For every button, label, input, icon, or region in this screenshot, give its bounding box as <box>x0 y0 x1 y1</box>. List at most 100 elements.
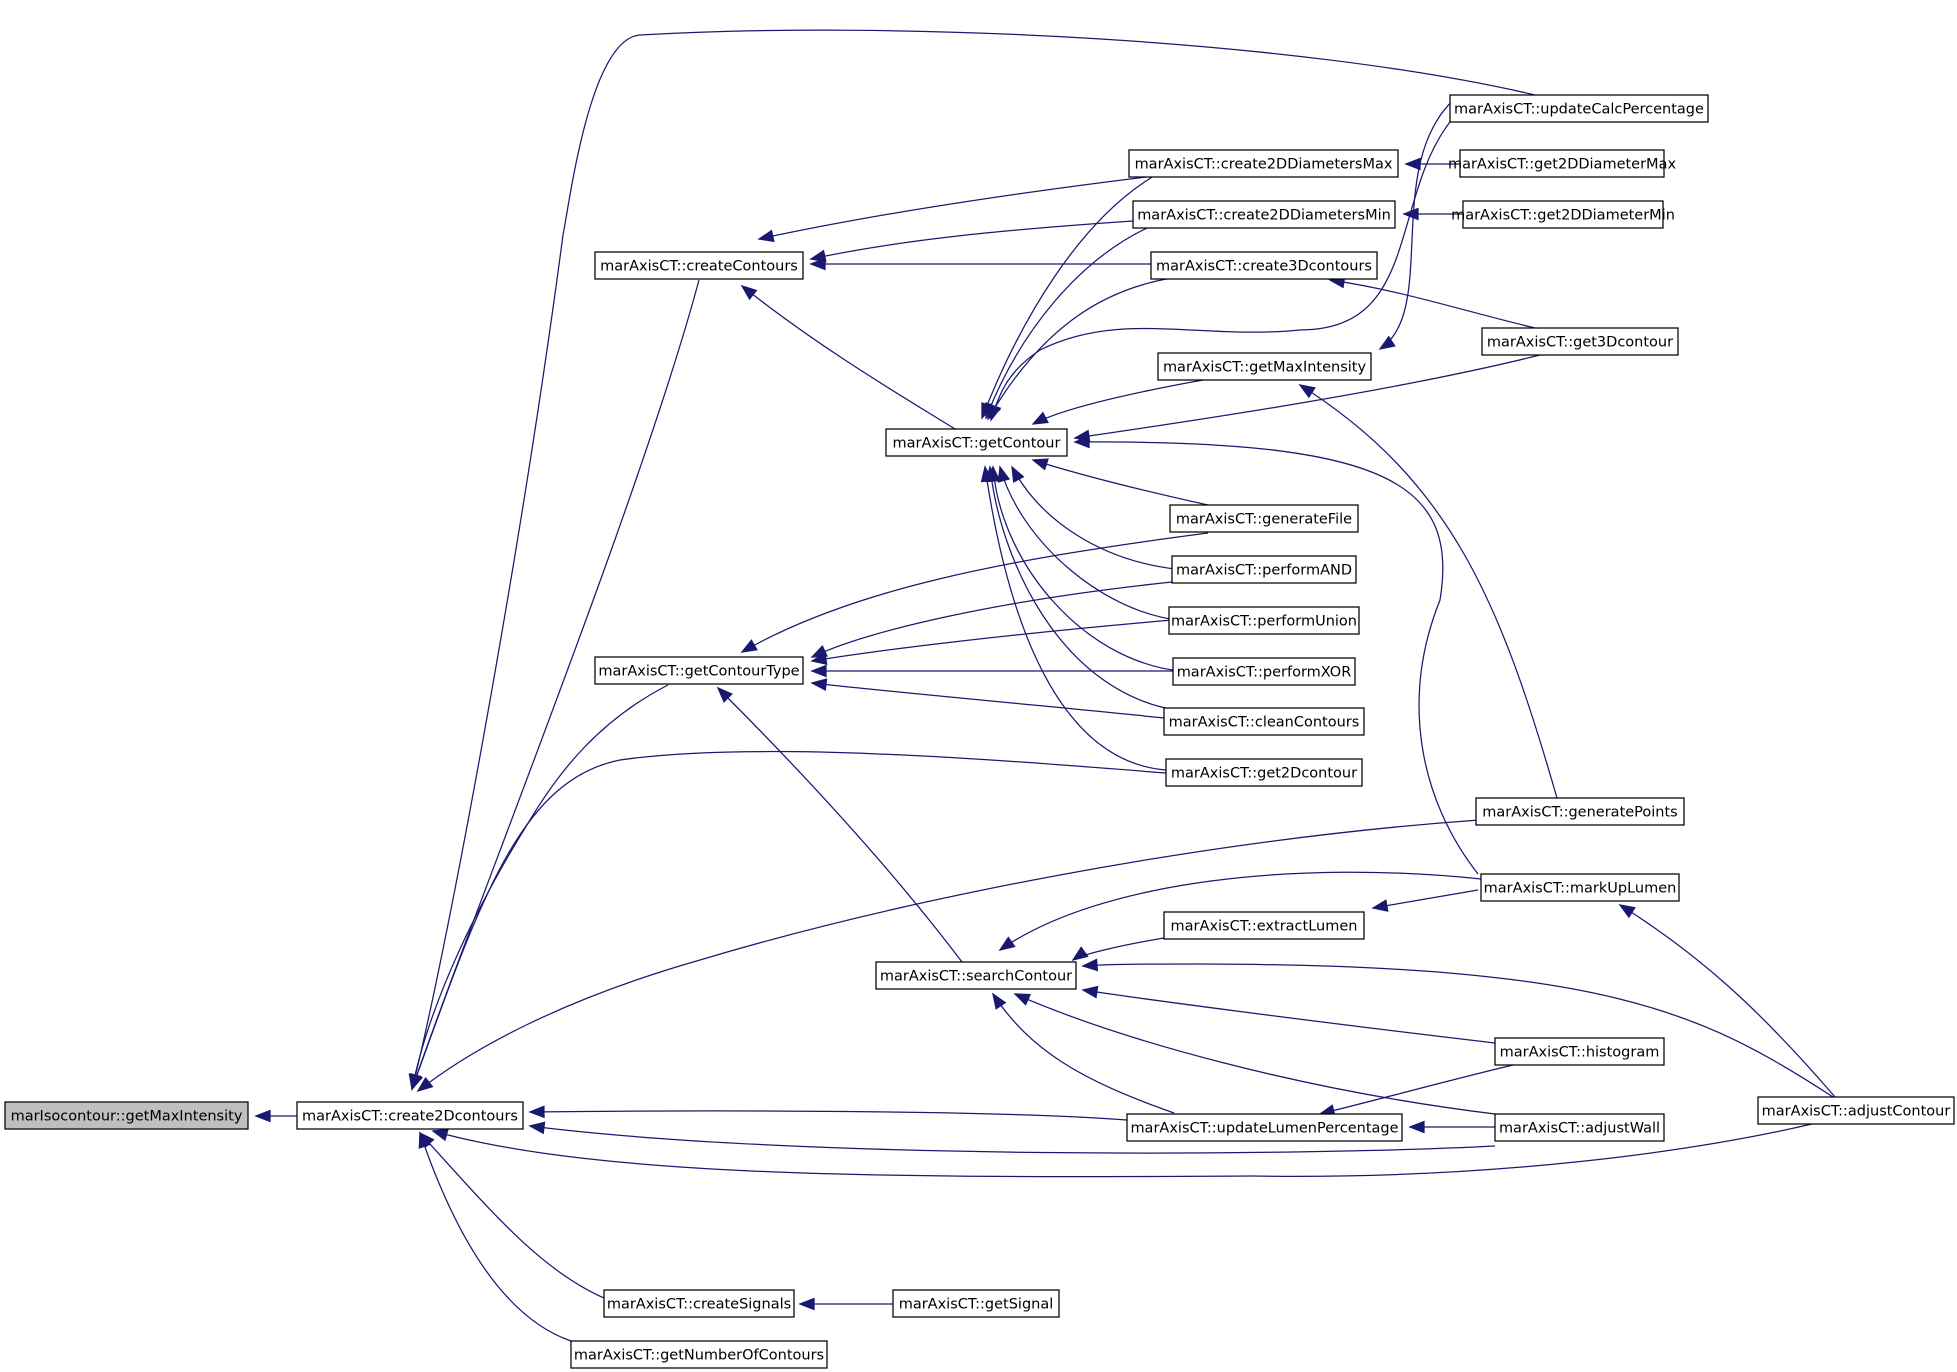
node-box[interactable] <box>1150 251 1378 280</box>
edge-n_updCalc-to-n_getContour <box>989 121 1451 422</box>
edge-line <box>741 285 956 430</box>
node-adjWall[interactable]: marAxisCT::adjustWall <box>1494 1113 1665 1142</box>
arrowhead-icon <box>798 1297 815 1311</box>
edge-n_c2dMin-to-n_createContours <box>809 220 1134 263</box>
node-label: marAxisCT::generatePoints <box>1482 805 1677 821</box>
node-genFile[interactable]: marAxisCT::generateFile <box>1169 504 1359 533</box>
arrowhead-icon <box>1404 157 1421 171</box>
edge-n_c2d-to-n_root <box>254 1109 297 1123</box>
node-histo[interactable]: marAxisCT::histogram <box>1494 1037 1665 1066</box>
node-markUp[interactable]: marAxisCT::markUpLumen <box>1480 873 1680 902</box>
edge-n_updLumen-to-n_searchContour <box>992 992 1175 1114</box>
node-label: marAxisCT::createSignals <box>607 1297 791 1313</box>
node-box[interactable] <box>875 961 1077 990</box>
node-c2d[interactable]: marAxisCT::create2Dcontours <box>296 1101 524 1130</box>
node-get2DMax[interactable]: marAxisCT::get2DDiameterMax <box>1448 149 1677 178</box>
edge-n_get3D-to-n_c3d <box>1328 275 1536 329</box>
node-getMaxI[interactable]: marAxisCT::getMaxIntensity <box>1157 352 1372 381</box>
node-box[interactable] <box>603 1289 795 1318</box>
node-updLumen[interactable]: marAxisCT::updateLumenPercentage <box>1126 1113 1403 1142</box>
node-label: marAxisCT::performUnion <box>1171 614 1357 630</box>
node-box[interactable] <box>1171 555 1357 584</box>
node-searchContour[interactable]: marAxisCT::searchContour <box>875 961 1077 990</box>
node-box[interactable] <box>1157 352 1372 381</box>
node-box[interactable] <box>1480 873 1680 902</box>
node-adjContour[interactable]: marAxisCT::adjustContour <box>1757 1096 1955 1125</box>
node-get2D[interactable]: marAxisCT::get2Dcontour <box>1165 758 1363 787</box>
edge-line <box>1082 963 1834 1098</box>
node-box[interactable] <box>1168 606 1360 635</box>
node-box[interactable] <box>4 1101 249 1130</box>
node-box[interactable] <box>570 1340 828 1369</box>
edge-line <box>1619 904 1836 1098</box>
node-box[interactable] <box>594 656 804 685</box>
node-box[interactable] <box>1481 327 1679 356</box>
edge-line <box>1032 459 1209 506</box>
node-box[interactable] <box>1494 1037 1665 1066</box>
node-box[interactable] <box>1449 94 1709 123</box>
node-extract[interactable]: marAxisCT::extractLumen <box>1163 911 1365 940</box>
node-box[interactable] <box>1128 149 1399 178</box>
arrowhead-icon <box>416 1076 434 1093</box>
arrowhead-icon <box>740 639 758 653</box>
node-c3d[interactable]: marAxisCT::create3Dcontours <box>1150 251 1378 280</box>
node-box[interactable] <box>1462 200 1664 229</box>
edge-line <box>417 819 1480 1092</box>
edge-line <box>811 619 1173 662</box>
node-perfAND[interactable]: marAxisCT::performAND <box>1171 555 1357 584</box>
arrowhead-icon <box>1031 458 1049 471</box>
node-get2DMin[interactable]: marAxisCT::get2DDiameterMin <box>1451 200 1675 229</box>
edge-line <box>999 871 1482 951</box>
node-root[interactable]: marIsocontour::getMaxIntensity <box>4 1101 249 1130</box>
node-genPoints[interactable]: marAxisCT::generatePoints <box>1475 797 1685 826</box>
node-createSignals[interactable]: marAxisCT::createSignals <box>603 1289 795 1318</box>
node-perfXOR[interactable]: marAxisCT::performXOR <box>1172 657 1356 686</box>
node-getContour[interactable]: marAxisCT::getContour <box>885 428 1068 457</box>
node-box[interactable] <box>1494 1113 1665 1142</box>
edge-line <box>987 277 1173 420</box>
arrowhead-icon <box>980 465 994 483</box>
node-label: marAxisCT::searchContour <box>880 969 1072 985</box>
node-box[interactable] <box>1459 149 1665 178</box>
node-box[interactable] <box>1126 1113 1403 1142</box>
edge-line <box>741 532 1209 653</box>
node-createContours[interactable]: marAxisCT::createContours <box>594 251 804 280</box>
node-c2dMax[interactable]: marAxisCT::create2DDiametersMax <box>1128 149 1399 178</box>
node-getContourType[interactable]: marAxisCT::getContourType <box>594 656 804 685</box>
arrowhead-icon <box>1071 946 1089 961</box>
arrowhead-icon <box>1298 384 1316 399</box>
node-get3D[interactable]: marAxisCT::get3Dcontour <box>1481 327 1679 356</box>
node-getNumberOfContours[interactable]: marAxisCT::getNumberOfContours <box>570 1340 828 1369</box>
node-perfUnion[interactable]: marAxisCT::performUnion <box>1168 606 1360 635</box>
edge-n_markUp-to-n_extract <box>1371 889 1479 912</box>
node-box[interactable] <box>1172 657 1356 686</box>
node-box[interactable] <box>296 1101 524 1130</box>
node-getSignal[interactable]: marAxisCT::getSignal <box>892 1289 1060 1318</box>
node-label: marAxisCT::get3Dcontour <box>1487 335 1673 351</box>
edge-n_getContourType-to-n_c2d <box>408 684 669 1091</box>
edge-n_histo-to-n_updLumen <box>1318 1064 1514 1117</box>
node-box[interactable] <box>1163 707 1365 736</box>
edge-line <box>717 687 963 963</box>
node-box[interactable] <box>594 251 804 280</box>
arrowhead-icon <box>989 404 1002 422</box>
edge-line <box>411 750 1167 1090</box>
edge-n_c2dMax-to-n_createContours <box>757 176 1147 243</box>
node-updCalc[interactable]: marAxisCT::updateCalcPercentage <box>1449 94 1709 123</box>
node-box[interactable] <box>1165 758 1363 787</box>
node-box[interactable] <box>1475 797 1685 826</box>
node-box[interactable] <box>1132 200 1396 229</box>
node-box[interactable] <box>1163 911 1365 940</box>
arrowhead-icon <box>418 1131 431 1149</box>
edge-line <box>992 466 1181 672</box>
edge-n_c3d-to-n_getContour <box>987 277 1173 421</box>
node-box[interactable] <box>1757 1096 1955 1125</box>
node-label: marAxisCT::getMaxIntensity <box>1163 360 1367 376</box>
node-c2dMin[interactable]: marAxisCT::create2DDiametersMin <box>1132 200 1396 229</box>
node-clean[interactable]: marAxisCT::cleanContours <box>1163 707 1365 736</box>
node-box[interactable] <box>1169 504 1359 533</box>
node-box[interactable] <box>885 428 1068 457</box>
node-box[interactable] <box>892 1289 1060 1318</box>
edge-line <box>1074 354 1541 439</box>
edge-n_clean-to-n_getContourType <box>810 678 1165 719</box>
